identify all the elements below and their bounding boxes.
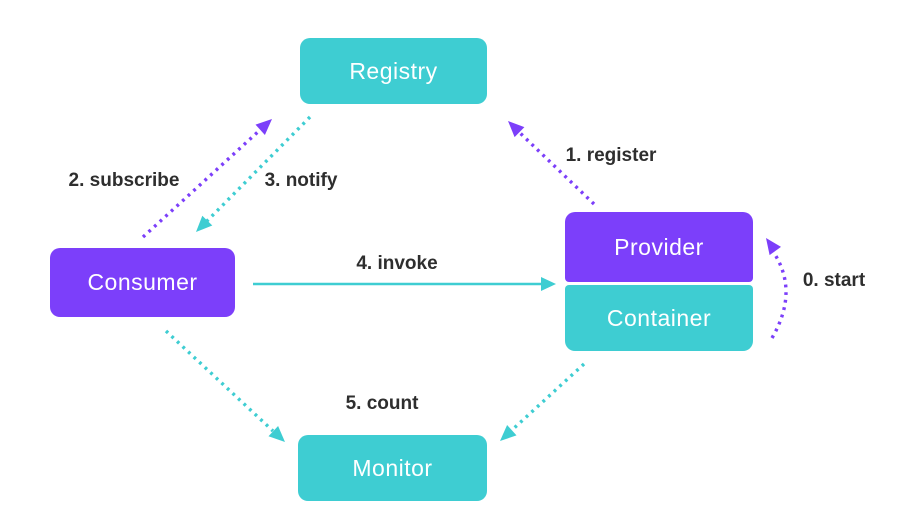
edge-count-right-arrowhead [500, 425, 517, 441]
edge-label-register: 1. register [565, 145, 657, 166]
edge-label-invoke: 4. invoke [356, 253, 438, 274]
node-monitor-label: Monitor [352, 454, 433, 481]
edge-label-start: 0. start [802, 270, 866, 291]
edge-count-left-arrowhead [268, 426, 285, 442]
node-container-label: Container [606, 304, 712, 331]
edge-invoke-arrowhead [541, 277, 556, 291]
edge-notify-arrowhead [196, 215, 213, 232]
edge-start-curve [770, 249, 788, 339]
edge-label-notify: 3. notify [264, 170, 338, 191]
edge-register-line [517, 130, 596, 206]
edge-count-left-line [164, 329, 275, 433]
node-registry-label: Registry [349, 57, 438, 84]
node-monitor: Monitor [298, 435, 487, 501]
edge-label-subscribe: 2. subscribe [68, 170, 180, 191]
edge-start-arrowhead [766, 238, 781, 256]
node-registry: Registry [300, 38, 487, 104]
node-consumer: Consumer [50, 248, 235, 317]
edge-notify-line [205, 115, 312, 223]
node-provider-label: Provider [614, 233, 704, 260]
node-container: Container [565, 285, 753, 351]
edge-label-count: 5. count [345, 393, 419, 414]
edge-subscribe-arrowhead [255, 119, 272, 135]
node-provider: Provider [565, 212, 753, 282]
node-consumer-label: Consumer [87, 269, 198, 295]
edge-count-right-line [510, 362, 586, 432]
edge-register-arrowhead [508, 121, 525, 138]
